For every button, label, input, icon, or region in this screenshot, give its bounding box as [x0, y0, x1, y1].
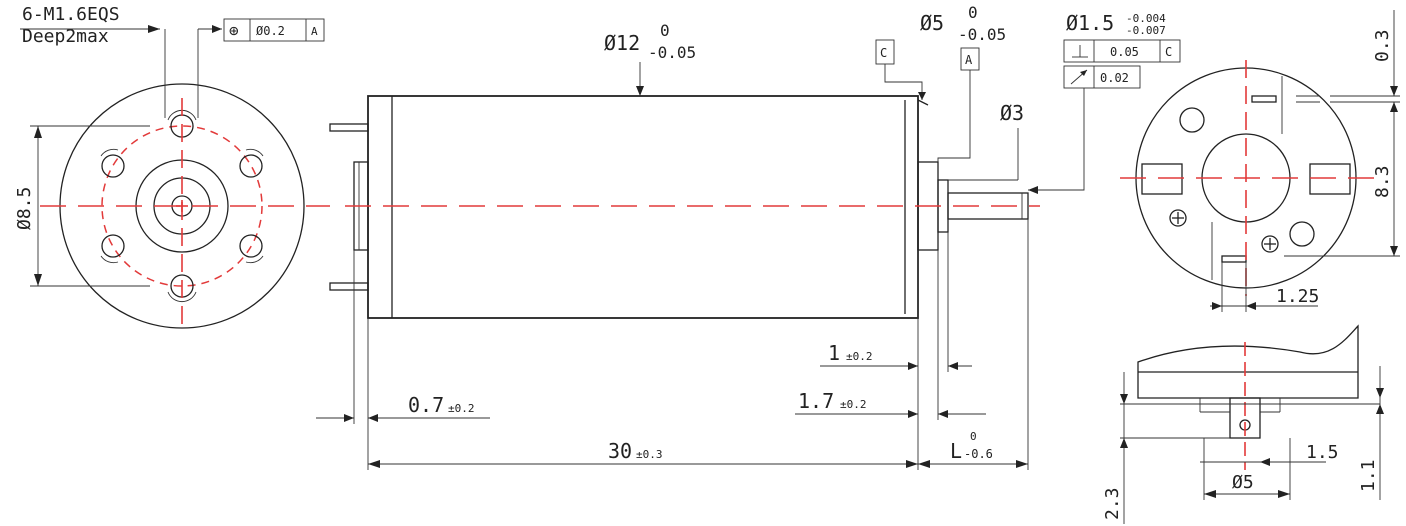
rear-tab-top — [1251, 95, 1277, 103]
runout-value: 0.02 — [1100, 71, 1129, 85]
terminal-screw-right — [1261, 235, 1279, 253]
fcf-value: Ø0.2 — [256, 24, 285, 38]
terminal-bottom — [329, 282, 369, 291]
dim-detail-dia5: Ø5 — [1232, 472, 1254, 493]
rear-hole-lower — [1289, 221, 1315, 247]
dim-boss-tol-lower: -0.05 — [958, 25, 1006, 44]
dim-body-tol-lower: -0.05 — [648, 43, 696, 62]
hole-lower-right — [239, 234, 263, 258]
perp-value: 0.05 — [1110, 45, 1139, 59]
dim-rear-top: 0.3 — [1372, 29, 1393, 62]
dim-boss-diameter: Ø5 — [920, 11, 944, 35]
mounting-holes — [100, 109, 264, 303]
terminal-screw-left — [1169, 209, 1187, 227]
dim-shaft-tol-lower: -0.007 — [1126, 24, 1166, 37]
dim-shaft-length: L — [950, 439, 962, 463]
bolt-circle — [101, 125, 263, 287]
runout-fcf: 0.02 — [1063, 65, 1141, 89]
datum-a: A — [965, 53, 973, 67]
dim-shaft-length-lower: -0.6 — [964, 447, 993, 461]
detail-body — [1137, 324, 1359, 399]
hole-lower-left — [101, 234, 125, 258]
fcf-datum: A — [311, 25, 318, 38]
shaft — [947, 192, 1029, 220]
dim-detail-2-3: 2.3 — [1102, 487, 1123, 520]
dim-terminal: 0.7 — [408, 393, 444, 417]
dim-flange-1: 1 — [828, 341, 840, 365]
dim-length-tol: ±0.3 — [636, 448, 663, 461]
dim-rear-slot: 1.25 — [1276, 286, 1319, 307]
hole-upper-left — [101, 154, 125, 178]
dim-flange-2-tol: ±0.2 — [840, 398, 867, 411]
rear-slot-left — [1141, 163, 1183, 195]
dim-shaft-tol-upper: -0.004 — [1126, 12, 1166, 25]
dim-rear-height: 8.3 — [1372, 165, 1393, 198]
dim-body-diameter: Ø12 — [604, 31, 640, 55]
perpendicularity-fcf: 0.05 C — [1063, 39, 1181, 63]
rear-hole-upper — [1179, 107, 1205, 133]
dim-body-tol-upper: 0 — [660, 21, 670, 40]
position-fcf: ⊕ Ø0.2 A — [223, 18, 325, 42]
dim-detail-1-1: 1.1 — [1358, 459, 1379, 492]
dim-boss-tol-upper: 0 — [968, 3, 978, 22]
dim-bearing-diameter: Ø3 — [1000, 101, 1024, 125]
detail-view: 1.5 Ø5 1.1 2.3 — [1102, 324, 1384, 524]
datum-c: C — [880, 46, 887, 60]
dim-bolt-circle: Ø8.5 — [14, 187, 35, 230]
front-view: Ø8.5 6-M1.6EQS Deep2max ⊕ Ø0.2 A — [14, 4, 330, 329]
dim-shaft-diameter: Ø1.5 — [1066, 11, 1114, 35]
dim-flange-1-tol: ±0.2 — [846, 350, 873, 363]
position-symbol-icon: ⊕ — [229, 21, 239, 40]
dim-detail-1-5: 1.5 — [1306, 442, 1339, 463]
motor-body — [367, 95, 919, 319]
detail-terminal — [1229, 397, 1261, 439]
rear-slot-right — [1309, 163, 1351, 195]
dim-shaft-length-upper: 0 — [970, 430, 977, 443]
rear-view: 0.3 8.3 1.25 — [1120, 10, 1400, 312]
terminal-top — [329, 123, 369, 132]
hole-callout-line1: 6-M1.6EQS — [22, 4, 120, 25]
hole-upper-right — [239, 154, 263, 178]
hole-callout-line2: Deep2max — [22, 26, 109, 47]
dim-terminal-tol: ±0.2 — [448, 402, 475, 415]
rear-tab-bottom — [1221, 255, 1247, 263]
perp-datum: C — [1165, 45, 1172, 59]
dim-flange-2: 1.7 — [798, 389, 834, 413]
dim-length: 30 — [608, 439, 632, 463]
side-view: Ø12 0 -0.05 C A Ø5 0 -0.05 Ø3 Ø1.5 -0.00… — [316, 3, 1181, 470]
